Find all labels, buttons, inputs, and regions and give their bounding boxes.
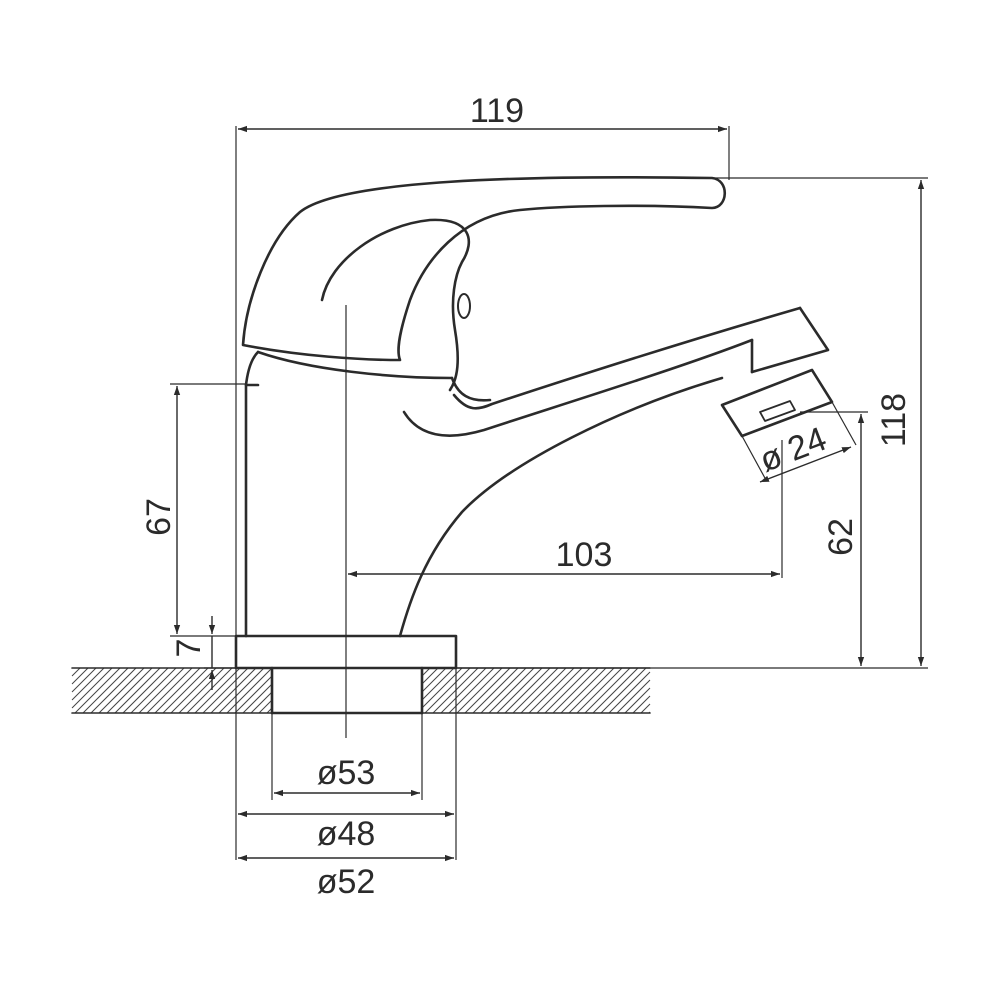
hatch-line — [178, 667, 225, 714]
hatch-line — [616, 679, 651, 714]
hatch-line — [472, 667, 519, 714]
dim-label-62: 62 — [822, 518, 860, 556]
countertop-hatch-left — [71, 667, 273, 714]
dim-label-118: 118 — [875, 393, 913, 447]
dim-label-103: 103 — [556, 536, 613, 574]
hatch-line — [226, 667, 273, 714]
hatch-line — [98, 667, 145, 714]
hatch-line — [632, 695, 651, 714]
spout — [398, 306, 830, 638]
hatch-line — [552, 667, 599, 714]
hatch-line — [568, 667, 615, 714]
hatch-line — [421, 667, 447, 693]
lever-handle — [241, 175, 727, 402]
hatch-line — [218, 667, 265, 714]
hatch-line — [122, 667, 169, 714]
hatch-line — [520, 667, 567, 714]
hatch-line — [624, 687, 651, 714]
hatch-line — [154, 667, 201, 714]
hatch-line — [440, 667, 487, 714]
hatch-line — [82, 667, 129, 714]
dim-label-119: 119 — [470, 92, 524, 130]
hatch-line — [138, 667, 185, 714]
hatch-line — [512, 667, 559, 714]
dim-line-24 — [759, 446, 852, 483]
hatch-line — [560, 667, 607, 714]
hatch-line — [130, 667, 177, 714]
hatch-line — [504, 667, 551, 714]
dim-label-7: 7 — [170, 639, 208, 658]
hatch-line — [90, 667, 137, 714]
hatch-line — [162, 667, 209, 714]
hatch-line — [71, 667, 97, 693]
hatch-line — [464, 667, 511, 714]
hatch-line — [496, 667, 543, 714]
hatch-line — [536, 667, 583, 714]
hatch-line — [640, 703, 651, 714]
hatch-line — [242, 683, 273, 714]
hatch-line — [71, 667, 89, 685]
hatch-line — [194, 667, 241, 714]
dim-label-48: ø48 — [317, 815, 376, 853]
dim-label-24: ø 24 — [754, 420, 831, 480]
hatch-line — [544, 667, 591, 714]
hatch-line — [528, 667, 575, 714]
hatch-line — [170, 667, 217, 714]
hatch-line — [421, 667, 463, 709]
hatch-line — [71, 667, 81, 677]
hatch-line — [202, 667, 249, 714]
dimension-lines — [173, 125, 925, 862]
hatch-line — [258, 699, 273, 714]
hatch-line — [584, 667, 631, 714]
hatch-line — [480, 667, 527, 714]
dim-label-67: 67 — [140, 498, 178, 536]
hatch-line — [456, 667, 503, 714]
hatch-line — [71, 667, 113, 709]
hatch-line — [421, 667, 439, 685]
hatch-line — [576, 667, 623, 714]
hatch-line — [488, 667, 535, 714]
dim-label-53: ø53 — [317, 754, 376, 792]
hatch-line — [424, 667, 471, 714]
hatch-line — [146, 667, 193, 714]
hatch-line — [114, 667, 161, 714]
hatch-line — [74, 667, 121, 714]
hatch-line — [600, 667, 647, 714]
hatch-line — [608, 671, 651, 714]
hatch-line — [250, 691, 273, 714]
hatch-line — [71, 667, 105, 701]
hatch-line — [421, 667, 431, 677]
hatch-line — [234, 675, 273, 714]
hatch-line — [106, 667, 153, 714]
extension-lines — [170, 126, 928, 860]
countertop-hatch-right — [421, 667, 651, 714]
hatch-line — [592, 667, 639, 714]
faucet-body — [244, 350, 260, 638]
hatch-line — [186, 667, 233, 714]
mounting-shank — [270, 666, 424, 715]
hatch-line — [210, 667, 257, 714]
countertop-outline — [71, 667, 651, 714]
dim-label-52: ø52 — [317, 863, 376, 901]
hatch-line — [421, 667, 455, 701]
